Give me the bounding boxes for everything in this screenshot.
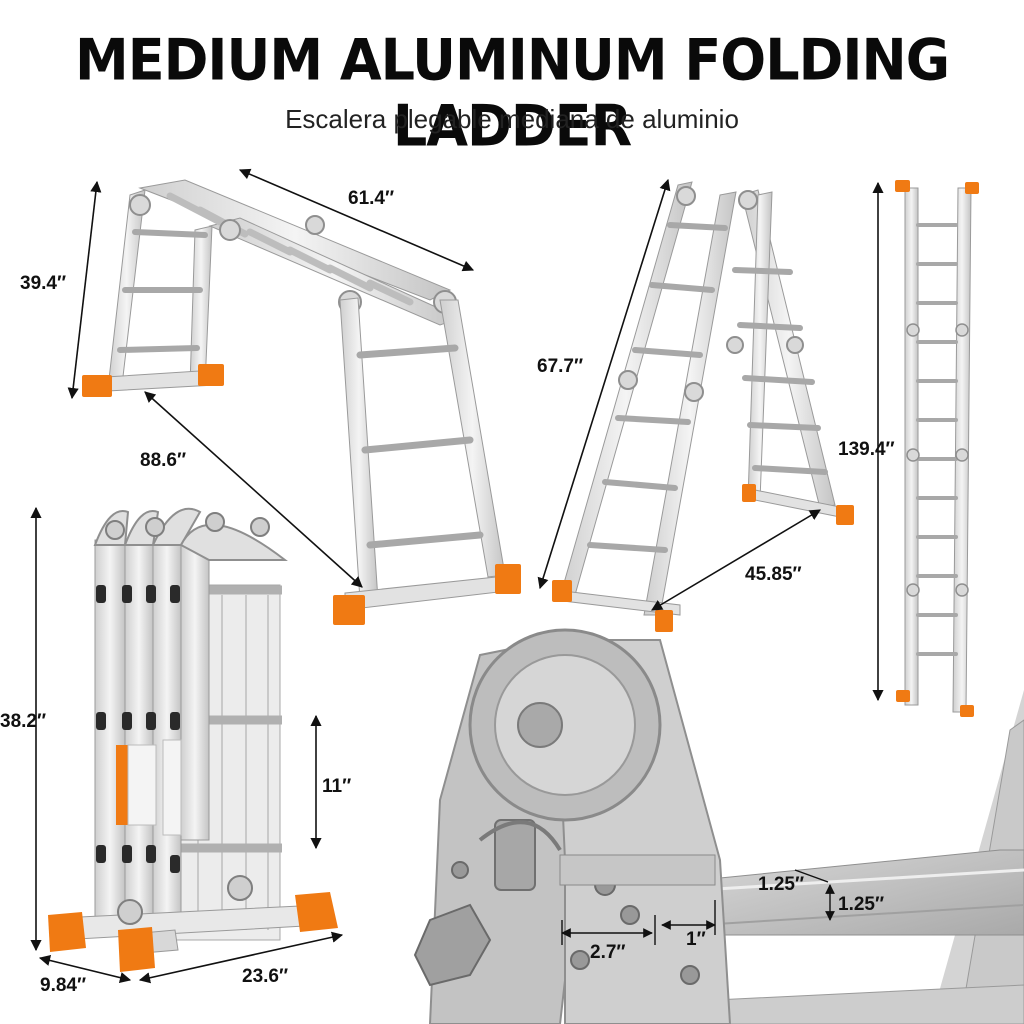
foot-pad bbox=[552, 580, 572, 602]
foot-pad bbox=[198, 364, 224, 386]
foot-pad bbox=[655, 610, 673, 632]
foot-pad bbox=[965, 182, 979, 194]
dimension-label-folded-height: 38.2″ bbox=[0, 711, 47, 732]
dimension-label-rung-spacing: 11″ bbox=[322, 776, 352, 797]
foot-pad bbox=[82, 375, 112, 397]
dimension-label-rung-width: 1.25″ bbox=[758, 874, 805, 895]
foot-pad bbox=[742, 484, 756, 502]
dimension-label-rung-height: 1.25″ bbox=[838, 894, 885, 915]
dimension-arrows-a-frame bbox=[537, 178, 821, 611]
dimension-arrows-scaffold bbox=[67, 168, 475, 588]
dimension-arrows-hinge bbox=[561, 869, 835, 945]
foot-pad bbox=[495, 564, 521, 594]
folded-ladder-illustration bbox=[48, 507, 338, 972]
dimension-label-aframe-height: 67.7″ bbox=[537, 356, 584, 377]
foot-pad bbox=[333, 595, 365, 625]
extension-ladder-illustration bbox=[895, 180, 979, 717]
dimension-label-folded-width: 23.6″ bbox=[242, 966, 289, 987]
dimension-label-folded-depth: 9.84″ bbox=[40, 975, 87, 996]
page-title: MEDIUM ALUMINUM FOLDING LADDER bbox=[74, 26, 950, 160]
dimension-label-rail-width: 2.7″ bbox=[590, 942, 626, 963]
foot-pad bbox=[836, 505, 854, 525]
dimension-label-scaffold-length: 61.4″ bbox=[348, 188, 395, 209]
dimension-label-scaffold-diagonal: 88.6″ bbox=[140, 450, 187, 471]
foot-pad bbox=[895, 180, 910, 192]
dimension-label-scaffold-height: 39.4″ bbox=[20, 273, 67, 294]
foot-pad bbox=[960, 705, 974, 717]
dimension-label-extension-length: 139.4″ bbox=[838, 439, 895, 460]
dimension-label-rail-depth: 1″ bbox=[686, 929, 706, 950]
foot-pad bbox=[896, 690, 910, 702]
hinge-closeup-illustration bbox=[413, 628, 1024, 1024]
page-subtitle: Escalera plegable mediana de aluminio bbox=[285, 104, 739, 134]
dimension-arrows-folded bbox=[30, 506, 344, 984]
dimension-label-aframe-base: 45.85″ bbox=[745, 564, 802, 585]
